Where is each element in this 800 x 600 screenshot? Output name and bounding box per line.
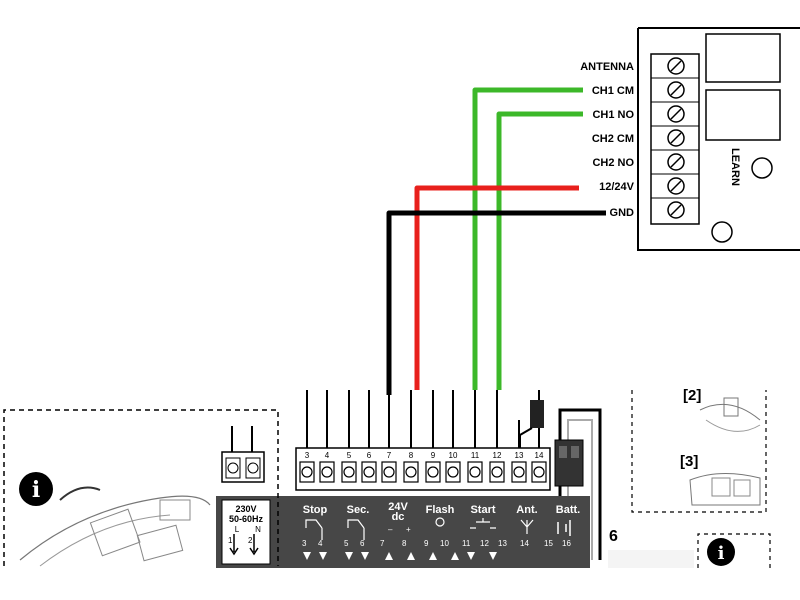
svg-text:4: 4 [325,451,330,460]
svg-text:7: 7 [387,451,392,460]
panel-label-24v: 24V [388,501,408,513]
svg-text:+: + [406,525,411,534]
terminal-numbers: 3 4 5 6 7 8 9 10 11 12 13 14 [305,451,544,460]
svg-text:15: 15 [544,539,553,548]
svg-text:8: 8 [409,451,414,460]
panel-label-sec: Sec. [347,504,370,516]
led-indicator [711,221,733,243]
receiver-screws [651,57,699,219]
svg-text:8: 8 [402,539,407,548]
svg-text:6: 6 [360,539,365,548]
battery-connector [554,408,602,560]
svg-text:10: 10 [440,539,449,548]
wire-black-gnd [386,210,606,395]
antenna-icon [520,519,534,534]
cable-illustration [59,486,101,501]
power-frequency: 50-60Hz [229,514,264,524]
panel-label-start: Start [470,504,495,516]
svg-text:12: 12 [493,451,502,460]
svg-text:16: 16 [562,539,571,548]
svg-text:–: – [388,525,393,534]
power-num-2: 2 [248,536,253,545]
terminal-leads [306,390,540,450]
svg-text:11: 11 [462,539,471,548]
info-icon [707,538,735,566]
svg-text:i: i [32,477,40,503]
wire-green-ch1-no [496,111,583,390]
terminal-label-ch1-no: CH1 NO [592,109,634,121]
terminal-block-body [295,447,551,491]
battery-icon [557,520,571,536]
learn-label: LEARN [729,148,741,186]
power-terminal [221,426,265,483]
power-l: L [235,525,240,534]
terminal-label-ch2-cm: CH2 CM [592,133,634,145]
ref-label-2: [2] [683,387,701,404]
svg-text:10: 10 [449,451,458,460]
terminal-legend-panel: 230V 50-60Hz L N 1 2 Stop 3 4 Sec. 5 6 2… [216,496,590,568]
lamp-icon [435,517,445,527]
receiver-terminal-labels: ANTENNA CH1 CM CH1 NO CH2 CM CH2 NO 12/2… [580,61,634,219]
svg-text:14: 14 [520,539,529,548]
svg-text:9: 9 [431,451,436,460]
svg-text:3: 3 [305,451,310,460]
info-icon [19,472,53,506]
step-number: 6 [609,528,618,545]
learn-button[interactable] [751,157,773,179]
terminal-label-ch2-no: CH2 NO [592,157,634,169]
terminal-label-antenna: ANTENNA [580,61,634,73]
terminal-label-ch1-cm: CH1 CM [592,85,634,97]
svg-text:12: 12 [480,539,489,548]
terminal-label-gnd: GND [610,207,635,219]
panel-label-flash: Flash [426,504,455,516]
wire-red-12-24v [414,185,579,390]
reference-panel: [2] [3] [631,387,767,513]
svg-text:14: 14 [535,451,544,460]
panel-label-stop: Stop [303,504,328,516]
svg-text:4: 4 [318,539,323,548]
wires [386,87,606,395]
panel-label-dc: dc [392,511,405,523]
terminal-screws [299,461,547,483]
relay-box-top [705,33,781,83]
terminal-label-12-24v: 12/24V [599,181,635,193]
power-voltage: 230V [235,504,256,514]
control-unit-illustration: i [3,409,279,567]
svg-text:13: 13 [498,539,507,548]
power-legend-box [221,499,271,565]
svg-text:11: 11 [471,451,480,460]
panel-label-ant: Ant. [516,504,537,516]
main-terminal-block: 3 4 5 6 7 8 9 10 11 12 13 14 [295,390,551,491]
svg-text:5: 5 [344,539,349,548]
svg-text:3: 3 [302,539,307,548]
svg-text:5: 5 [347,451,352,460]
ref-label-3: [3] [680,453,698,470]
power-n: N [255,525,261,534]
panel-label-batt: Batt. [556,504,580,516]
svg-text:13: 13 [515,451,524,460]
svg-text:i: i [718,543,725,564]
relay-box-bottom [705,89,781,141]
receiver-module: LEARN ANTENNA CH1 CM CH1 NO CH2 CM CH2 N… [580,27,800,251]
wire-green-ch1-cm [472,87,583,390]
svg-text:6: 6 [367,451,372,460]
power-num-1: 1 [228,536,233,545]
svg-text:7: 7 [380,539,385,548]
svg-text:9: 9 [424,539,429,548]
pushbutton-icon [470,518,496,529]
antenna-connector [530,400,544,428]
step-image [608,550,694,568]
